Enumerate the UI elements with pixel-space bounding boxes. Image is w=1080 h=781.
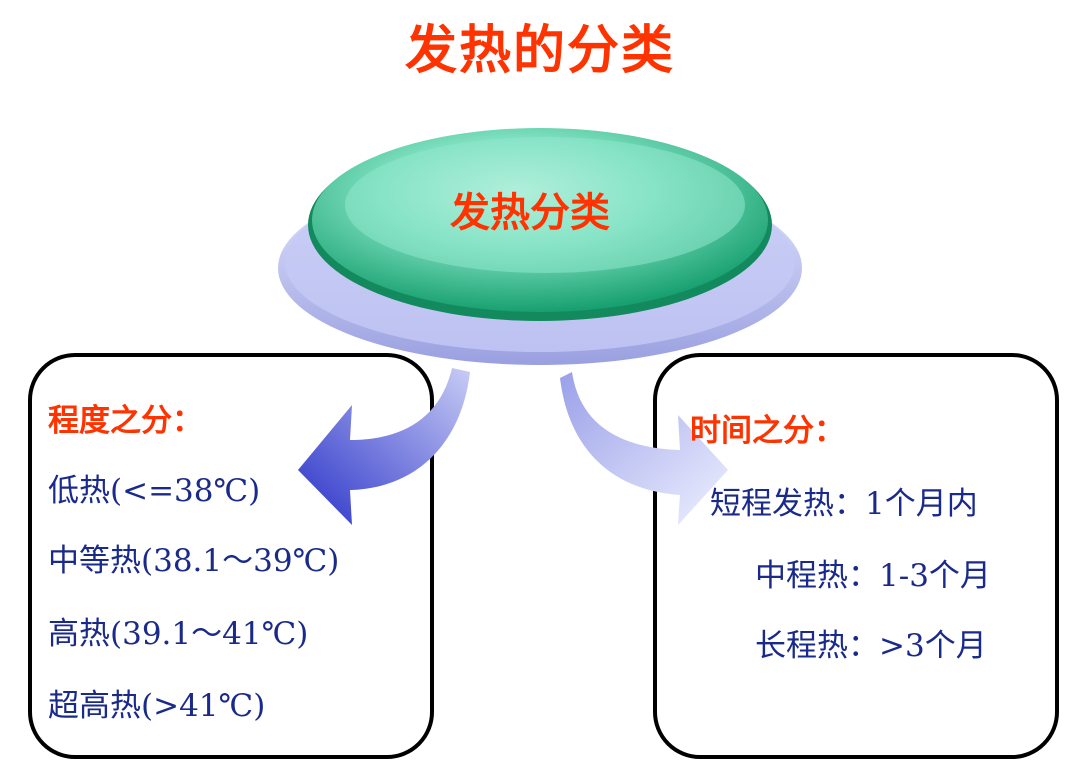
right-item-2-name: 中程热： <box>755 558 879 594</box>
left-heading: 程度之分： <box>48 403 203 439</box>
right-item-1: 短程发热：1个月内 <box>710 478 978 523</box>
page-title: 发热的分类 <box>404 21 675 81</box>
right-arrow-icon <box>560 372 728 525</box>
left-arrow-icon <box>298 368 470 525</box>
left-item-2: 中等热(38.1～39℃) <box>48 543 340 579</box>
right-heading: 时间之分： <box>690 413 845 449</box>
right-item-3-name: 长程热： <box>755 628 879 664</box>
right-item-3-value: >3个月 <box>879 628 987 664</box>
right-box <box>653 353 1059 759</box>
left-item-1: 低热(<=38℃) <box>48 473 261 509</box>
left-item-4: 超高热(>41℃) <box>48 688 266 724</box>
right-item-2-value: 1-3个月 <box>879 558 991 594</box>
right-item-2: 中程热：1-3个月 <box>755 550 991 595</box>
right-item-3: 长程热：>3个月 <box>755 620 987 665</box>
right-item-1-name: 短程发热： <box>710 486 865 522</box>
center-label: 发热分类 <box>450 190 610 236</box>
right-item-1-value: 1个月内 <box>865 486 978 522</box>
left-item-3: 高热(39.1～41℃) <box>48 616 309 652</box>
